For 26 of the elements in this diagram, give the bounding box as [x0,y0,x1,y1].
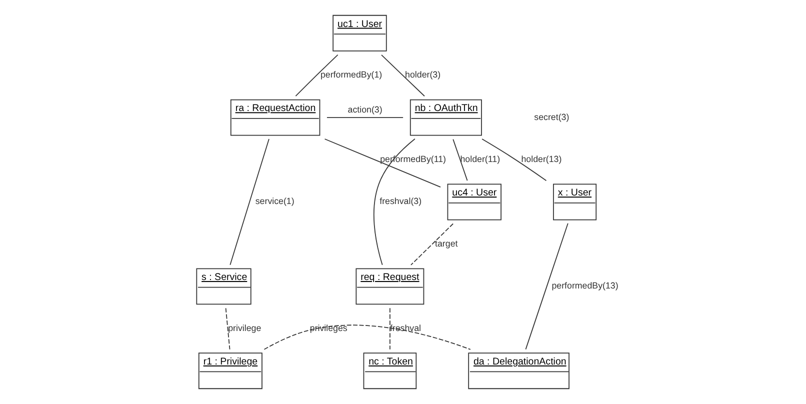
edge-label: holder(13) [520,154,562,164]
connector [263,324,470,350]
connector [410,223,454,266]
edge-label: privileges [309,322,347,333]
edge-label: target [434,238,458,248]
edge-label: action(3) [347,104,382,114]
edge-label: freshval [389,322,421,333]
connector [224,308,230,350]
edge-label: holder(3) [404,70,440,80]
label: secret(3) [534,112,569,122]
connector [294,54,338,97]
connector [229,138,269,266]
connector [380,54,424,97]
edge-label: performedBy(1) [320,70,382,80]
connector [372,138,415,266]
edge-label: service(1) [254,196,294,206]
edge-label: privilege [228,322,261,333]
connector [481,138,546,182]
connector [452,138,468,181]
edge-label: performedBy(13) [551,280,618,291]
connector [389,308,390,350]
connector [524,222,568,350]
edge-label: freshval(3) [379,196,422,206]
connector [326,117,403,118]
connector [324,138,440,188]
edge-label: holder(11) [460,154,500,164]
